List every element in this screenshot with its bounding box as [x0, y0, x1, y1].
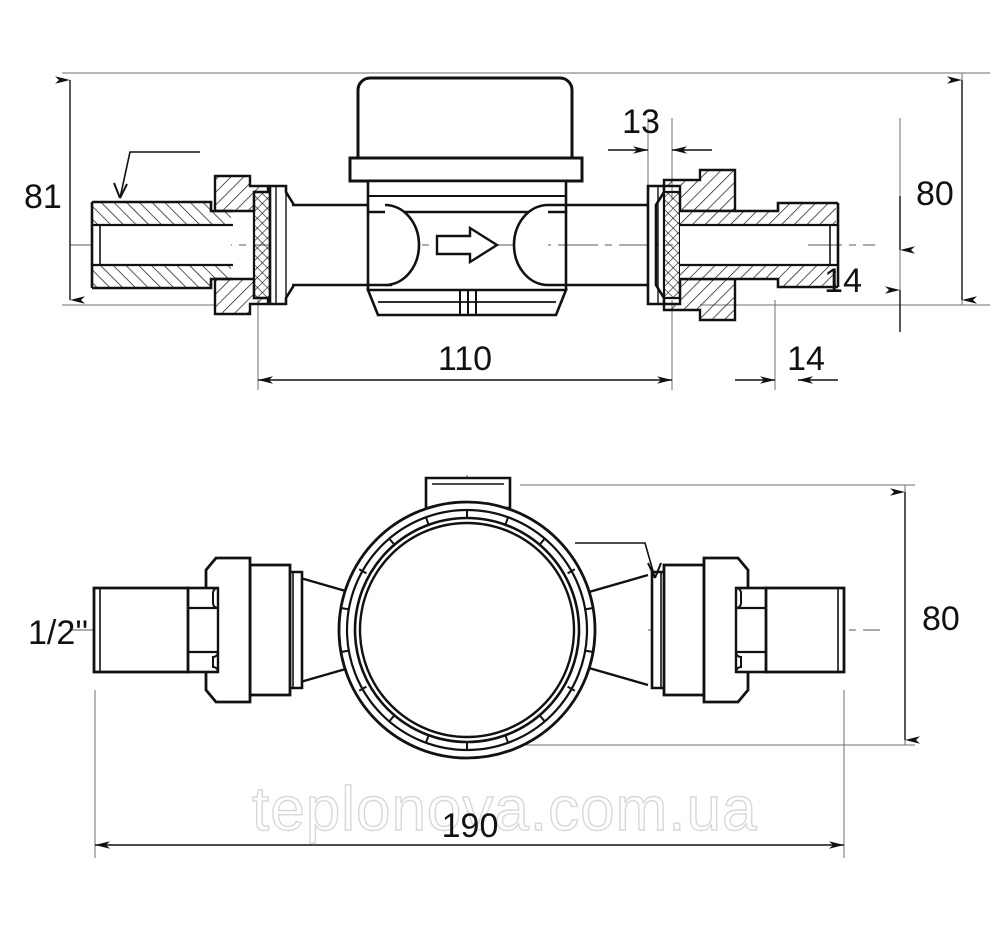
dimension-height-14: 14 [824, 196, 915, 332]
dimension-height-80-top-label: 80 [916, 175, 954, 213]
dimension-length-190-label: 190 [442, 807, 499, 845]
leader-line-top-view [113, 151, 200, 199]
right-union-nut [646, 168, 737, 322]
dimension-height-14-label: 14 [824, 262, 862, 300]
body-glass-circle [358, 521, 576, 739]
left-union-nut [213, 174, 296, 316]
meter-register-housing [348, 76, 584, 317]
chamber-right-lobe [512, 203, 549, 287]
left-seat [268, 184, 296, 306]
dimension-thread-size-label: 1/2'' [28, 614, 88, 652]
dimension-length-190: 190 [95, 807, 844, 849]
dimension-length-14: 14 [735, 340, 838, 384]
top-view: 81 13 80 14 110 [24, 72, 990, 390]
flow-direction-arrow [435, 225, 500, 265]
left-thread-lines [186, 586, 218, 674]
dimension-height-81-label: 81 [24, 178, 62, 216]
right-connection-plan [650, 556, 846, 704]
dimension-length-14-label: 14 [787, 340, 825, 378]
left-body-pipe [292, 203, 392, 287]
right-thread-lines [736, 586, 768, 674]
meter-body-round [289, 476, 649, 760]
left-spigot [90, 200, 233, 290]
dimension-thread-size: 1/2'' [28, 614, 88, 652]
register-cap [356, 76, 574, 160]
left-gasket [252, 190, 272, 300]
left-thread-tail [92, 586, 190, 674]
right-body-pipe [548, 203, 650, 287]
body-knurl-ticks [340, 510, 594, 750]
chamber-left-lobe [384, 203, 421, 287]
watermark-text: teplonova.com.ua [252, 775, 757, 844]
body-outer-circle [337, 500, 597, 760]
right-thread-tail [764, 586, 846, 674]
dimension-width-13: 13 [608, 103, 712, 154]
dimension-width-13-label: 13 [622, 103, 660, 141]
dimension-length-110: 110 [258, 340, 672, 384]
dimension-height-80-plan: 80 [890, 488, 960, 744]
dimension-height-80-top: 80 [916, 76, 977, 304]
dimension-length-110-label: 110 [438, 340, 492, 378]
dimension-height-81: 81 [24, 76, 85, 304]
left-nut-barrel [248, 563, 292, 697]
right-gasket [662, 190, 682, 300]
watermark: teplonova.com.ua [251, 774, 757, 844]
right-spigot-hatch-upper [680, 203, 836, 225]
left-connection-plan [92, 556, 304, 704]
right-spigot-hatch-lower [680, 265, 836, 287]
right-seat [646, 184, 666, 306]
register-flange [348, 156, 584, 183]
bottom-view: 1/2'' 80 190 [28, 475, 960, 858]
dimension-height-80-plan-label: 80 [922, 600, 960, 638]
left-spigot-hatch-upper [92, 202, 231, 225]
leader-line-bottom-view [575, 542, 662, 579]
right-spigot [680, 201, 840, 289]
left-spigot-hatch-lower [92, 265, 231, 288]
right-nut-barrel [662, 563, 706, 697]
